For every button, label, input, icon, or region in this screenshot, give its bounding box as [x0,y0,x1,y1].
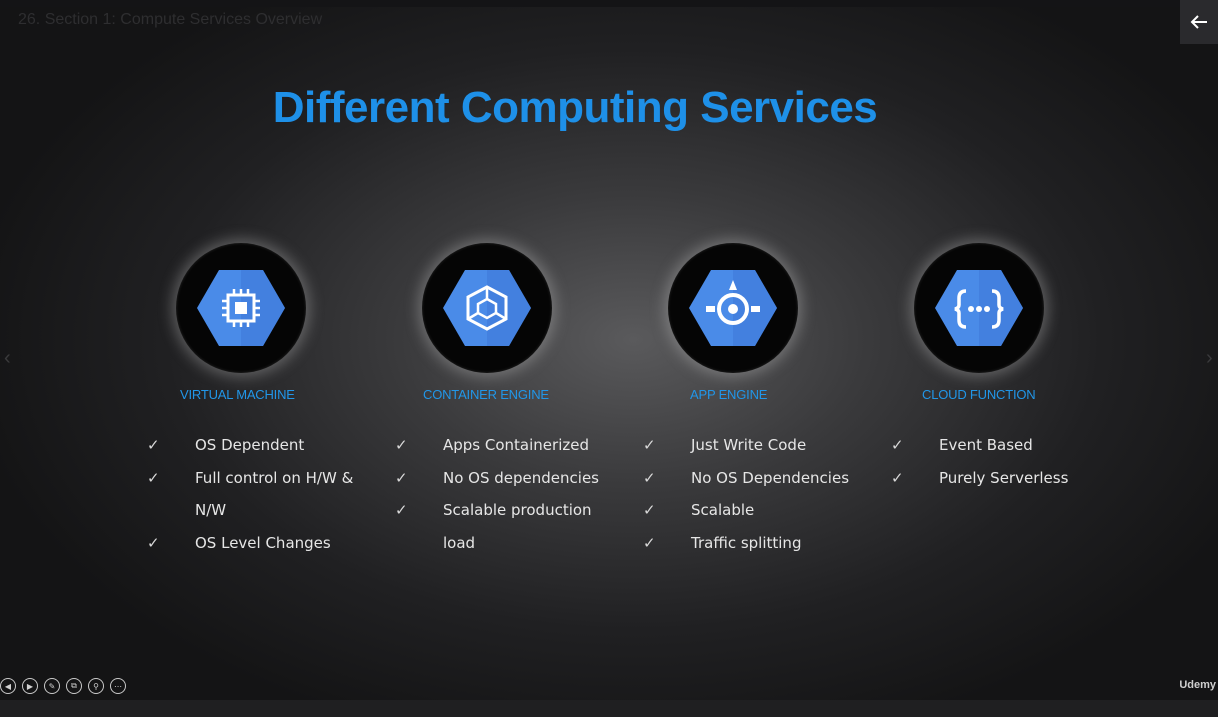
back-arrow-button[interactable] [1180,0,1218,44]
check-icon: ✓ [643,501,656,519]
feature-list: ✓Event Based ✓Purely Serverless [891,429,1106,494]
slide-prev-arrow-icon[interactable]: ‹ [4,347,11,369]
feature-list: ✓Apps Containerized ✓No OS dependencies … [395,429,610,559]
check-icon: ✓ [147,533,160,552]
service-label: VIRTUAL MACHINE [180,387,295,402]
feature-item: ✓No OS Dependencies [643,462,858,495]
next-icon[interactable]: ▶ [22,678,38,694]
check-icon: ✓ [891,468,904,487]
copy-icon[interactable]: ⧉ [66,678,82,694]
check-icon: ✓ [891,436,904,454]
check-icon: ✓ [643,436,656,454]
container-cube-icon [422,243,552,373]
service-label: CLOUD FUNCTION [922,387,1036,402]
function-braces-icon [914,243,1044,373]
feature-item: ✓Traffic splitting [643,527,858,560]
feature-item: ✓OS Dependent [147,429,362,462]
back-arrow-icon [1190,15,1207,29]
check-icon: ✓ [395,468,408,487]
more-icon[interactable]: ⋯ [110,678,126,694]
app-engine-icon [668,243,798,373]
pen-icon[interactable]: ✎ [44,678,60,694]
feature-item: ✓Event Based [891,429,1106,462]
slide-next-arrow-icon[interactable]: › [1206,347,1213,369]
check-icon: ✓ [147,468,160,487]
feature-item: ✓Full control on H/W & N/W [147,462,362,527]
udemy-logo: Udemy [1179,679,1216,691]
check-icon: ✓ [643,468,656,487]
slide-title: Different Computing Services [272,83,878,132]
bottom-bar [0,700,1218,717]
zoom-icon[interactable]: ⚲ [88,678,104,694]
top-bar [0,0,1218,7]
feature-list: ✓OS Dependent ✓Full control on H/W & N/W… [147,429,362,559]
feature-item: ✓Apps Containerized [395,429,610,462]
feature-item: ✓OS Level Changes [147,527,362,560]
presentation-controls: ◀ ▶ ✎ ⧉ ⚲ ⋯ [0,678,126,698]
feature-list: ✓Just Write Code ✓No OS Dependencies ✓Sc… [643,429,858,559]
service-label: CONTAINER ENGINE [423,387,549,402]
check-icon: ✓ [643,533,656,552]
feature-item: ✓No OS dependencies [395,462,610,495]
chip-icon [176,243,306,373]
feature-item: ✓Scalable [643,494,858,527]
feature-item: ✓Purely Serverless [891,462,1106,495]
feature-item: ✓Just Write Code [643,429,858,462]
feature-item: ✓Scalable production load [395,494,610,559]
lecture-title: 26. Section 1: Compute Services Overview [18,11,323,28]
check-icon: ✓ [147,436,160,454]
slide-stage: 26. Section 1: Compute Services Overview… [0,7,1218,700]
check-icon: ✓ [395,436,408,454]
prev-icon[interactable]: ◀ [0,678,16,694]
check-icon: ✓ [395,501,408,519]
service-label: APP ENGINE [690,387,768,402]
